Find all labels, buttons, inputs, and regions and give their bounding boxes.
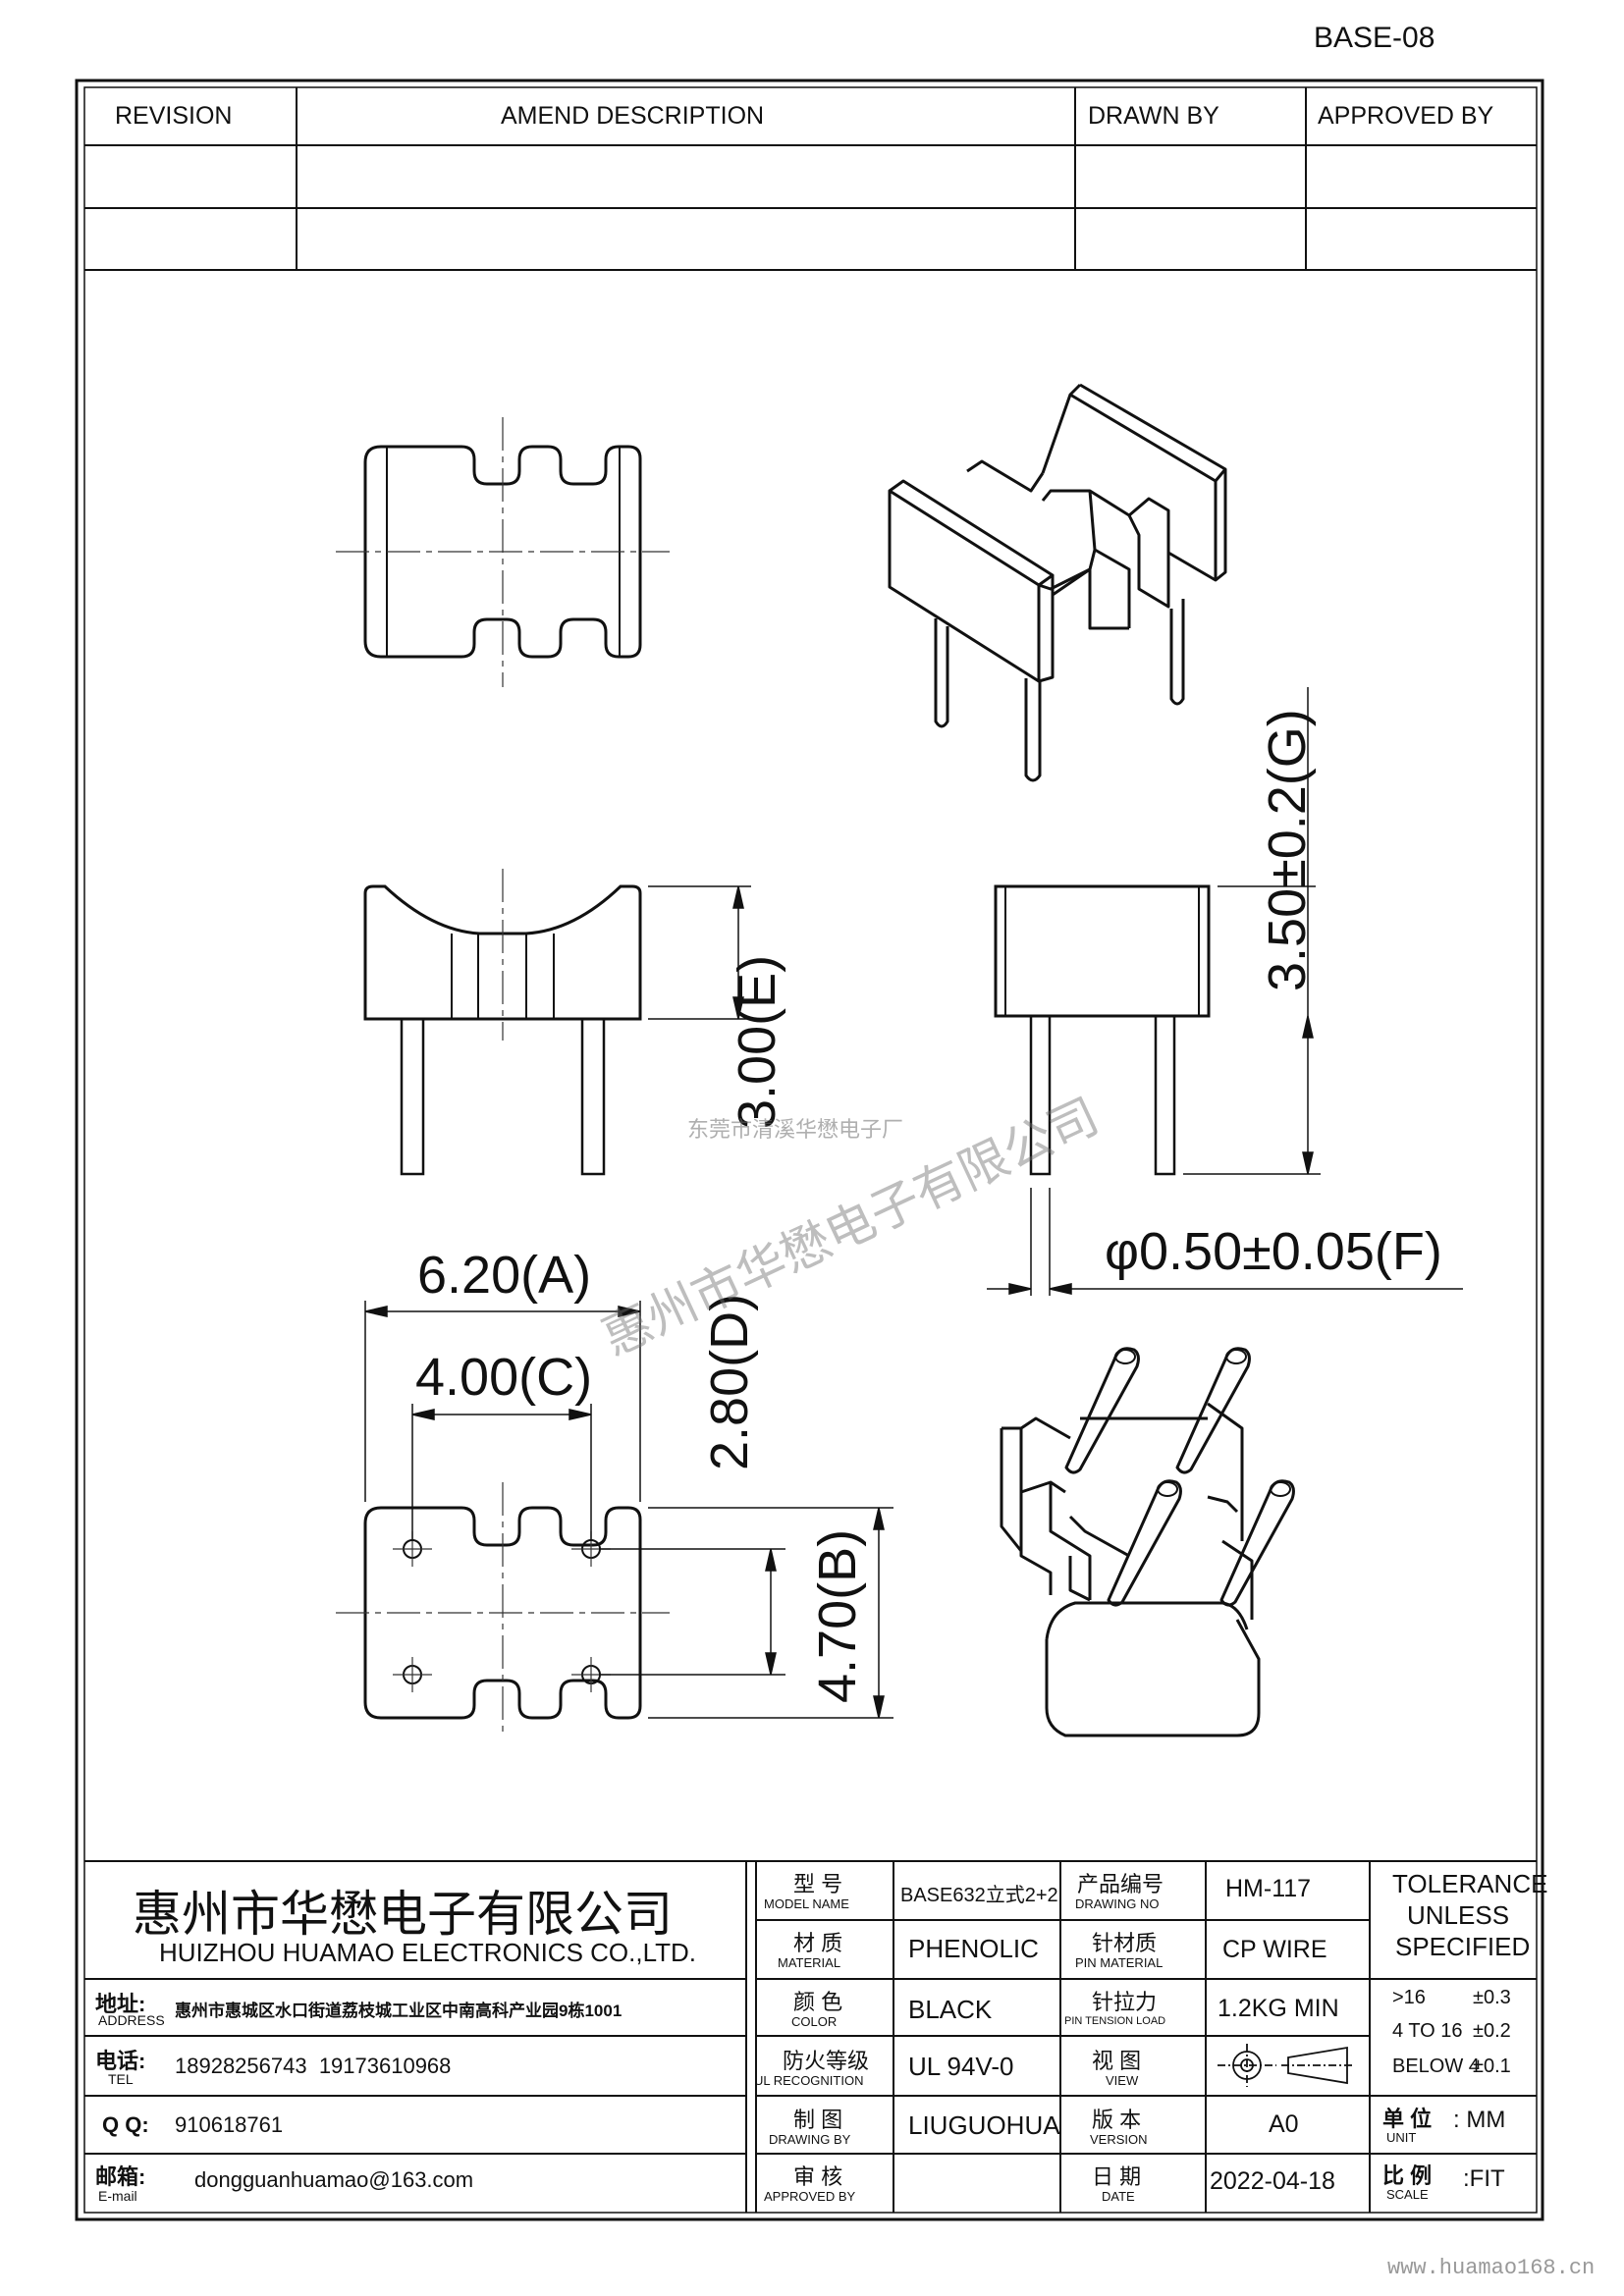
unit-value: : MM bbox=[1453, 2107, 1506, 2133]
tolerance-row3-value: ±0.1 bbox=[1473, 2056, 1511, 2077]
company-name-cn: 惠州市华懋电子有限公司 bbox=[133, 1886, 673, 1943]
scale-label-en: SCALE bbox=[1386, 2187, 1429, 2202]
watermark-factory: 东莞市清溪华懋电子厂 bbox=[687, 1117, 904, 1142]
drawing-by-label: 制 图 bbox=[793, 2108, 843, 2132]
address-label: 地址: bbox=[95, 1992, 146, 2016]
dimension-lines bbox=[364, 687, 1463, 1719]
view-label-en: VIEW bbox=[1106, 2073, 1139, 2088]
pin-material-value: CP WIRE bbox=[1222, 1936, 1327, 1963]
drawing-no-value: HM-117 bbox=[1225, 1875, 1312, 1902]
material-label-en: MATERIAL bbox=[778, 1955, 841, 1970]
date-label-en: DATE bbox=[1102, 2189, 1135, 2204]
tel-value: 18928256743 19173610968 bbox=[175, 2054, 452, 2078]
address-label-en: ADDRESS bbox=[98, 2012, 165, 2028]
ul-recognition-label: 防火等级 bbox=[783, 2049, 870, 2073]
isometric-view-upper bbox=[888, 383, 1227, 782]
model-name-value: BASE632立式2+2 bbox=[900, 1885, 1058, 1906]
drawing-by-label-en: DRAWING BY bbox=[769, 2132, 851, 2147]
tolerance-unless: UNLESS bbox=[1407, 1900, 1510, 1930]
dimension-label-b: 4.70(B) bbox=[808, 1528, 867, 1703]
approved-by-header: APPROVED BY bbox=[1318, 102, 1494, 130]
top-view-centerlines bbox=[336, 417, 670, 687]
tolerance-row1-range: >16 bbox=[1392, 1987, 1426, 2008]
version-label-en: VERSION bbox=[1090, 2132, 1148, 2147]
website-watermark: www.huamao168.cn bbox=[1387, 2256, 1596, 2280]
drawn-by-header: DRAWN BY bbox=[1088, 102, 1219, 130]
email-label-en: E-mail bbox=[98, 2188, 137, 2204]
drawing-no-label: 产品编号 bbox=[1077, 1872, 1164, 1896]
dimension-label-e: 3.00(E) bbox=[728, 954, 786, 1129]
model-name-label-en: MODEL NAME bbox=[764, 1896, 849, 1911]
approved-by-label: 审 核 bbox=[793, 2164, 843, 2189]
pin-material-label: 针材质 bbox=[1092, 1931, 1158, 1955]
bottom-view-centerlines bbox=[336, 1482, 670, 1737]
tolerance-row1-value: ±0.3 bbox=[1473, 1987, 1511, 2008]
email-label: 邮箱: bbox=[95, 2164, 146, 2189]
ul-recognition-value: UL 94V-0 bbox=[908, 2052, 1014, 2081]
color-label: 颜 色 bbox=[793, 1990, 843, 2014]
tolerance-row3-range: BELOW 4 bbox=[1392, 2056, 1480, 2077]
amend-description-header: AMEND DESCRIPTION bbox=[501, 102, 765, 130]
unit-label: 单 位 bbox=[1382, 2107, 1433, 2131]
front-view-drawing bbox=[363, 884, 642, 1176]
dimension-label-c: 4.00(C) bbox=[415, 1348, 593, 1407]
date-value: 2022-04-18 bbox=[1210, 2167, 1335, 2195]
scale-label: 比 例 bbox=[1382, 2163, 1433, 2188]
pin-tension-label-en: PIN TENSION LOAD bbox=[1064, 2015, 1166, 2027]
version-label: 版 本 bbox=[1092, 2108, 1142, 2132]
tel-label: 电话: bbox=[95, 2049, 146, 2073]
dimension-label-f: φ0.50±0.05(F) bbox=[1105, 1222, 1442, 1281]
color-value: BLACK bbox=[908, 1995, 993, 2024]
projection-view-symbol bbox=[1218, 2044, 1355, 2087]
version-value: A0 bbox=[1269, 2110, 1299, 2138]
dimension-label-g: 3.50±0.2(G) bbox=[1258, 709, 1317, 991]
revision-header: REVISION bbox=[115, 102, 233, 130]
model-name-label: 型 号 bbox=[793, 1872, 843, 1896]
company-name-en: HUIZHOU HUAMAO ELECTRONICS CO.,LTD. bbox=[159, 1938, 697, 1967]
material-value: PHENOLIC bbox=[908, 1934, 1039, 1963]
ul-recognition-label-en: UL RECOGNITION bbox=[754, 2073, 864, 2088]
dimension-label-a: 6.20(A) bbox=[417, 1246, 592, 1305]
pin-tension-value: 1.2KG MIN bbox=[1218, 1995, 1339, 2022]
title-block-grid bbox=[84, 1860, 1537, 2213]
drawing-by-value: LIUGUOHUA bbox=[908, 2110, 1060, 2140]
tolerance-heading: TOLERANCE bbox=[1392, 1869, 1548, 1898]
drawing-code: BASE-08 bbox=[1314, 22, 1435, 54]
tolerance-row2-range: 4 TO 16 bbox=[1392, 2020, 1463, 2042]
revision-table-grid bbox=[84, 87, 1537, 271]
scale-value: :FIT bbox=[1463, 2165, 1505, 2192]
address-value: 惠州市惠城区水口街道荔枝城工业区中南高科产业园9栋1001 bbox=[175, 2002, 623, 2020]
tel-label-en: TEL bbox=[108, 2071, 134, 2087]
qq-label: Q Q: bbox=[102, 2112, 149, 2137]
tolerance-row2-value: ±0.2 bbox=[1473, 2020, 1511, 2042]
pin-material-label-en: PIN MATERIAL bbox=[1075, 1955, 1164, 1970]
side-view-drawing bbox=[994, 884, 1211, 1176]
view-label: 视 图 bbox=[1092, 2049, 1142, 2073]
material-label: 材 质 bbox=[793, 1931, 843, 1955]
color-label-en: COLOR bbox=[791, 2014, 838, 2029]
pin-tension-label: 针拉力 bbox=[1092, 1990, 1158, 2014]
approved-by-label-en: APPROVED BY bbox=[764, 2189, 856, 2204]
unit-label-en: UNIT bbox=[1386, 2130, 1417, 2145]
email-value: dongguanhuamao@163.com bbox=[194, 2167, 474, 2192]
tolerance-specified: SPECIFIED bbox=[1395, 1932, 1531, 1961]
drawing-no-label-en: DRAWING NO bbox=[1075, 1896, 1160, 1911]
qq-value: 910618761 bbox=[175, 2112, 284, 2137]
isometric-view-lower bbox=[1000, 1347, 1295, 1737]
date-label: 日 期 bbox=[1092, 2164, 1142, 2189]
